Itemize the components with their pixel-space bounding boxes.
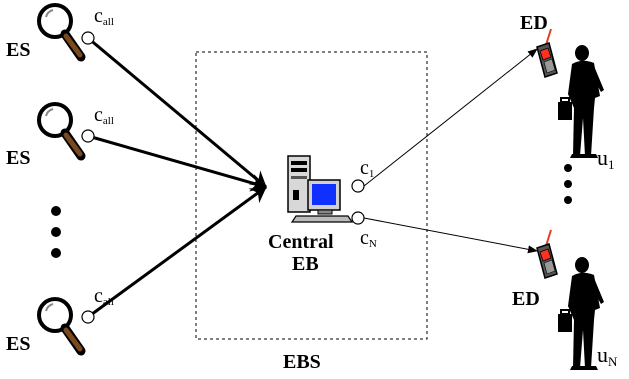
central-label-line1: Central xyxy=(268,231,334,253)
magnifier-icon xyxy=(39,104,81,156)
u1-label: u1 xyxy=(597,145,615,172)
central-eb-node: Central EB c1 cN xyxy=(268,155,377,275)
ellipsis-dots-left xyxy=(51,206,61,258)
ed-node-top: ED u1 xyxy=(520,12,615,172)
es-node-top: ES call xyxy=(6,5,114,61)
cN-port xyxy=(351,211,365,225)
ed-label: ED xyxy=(520,12,548,34)
ebs-label: EBS xyxy=(283,351,321,373)
c-all-port-top xyxy=(81,31,95,45)
es-top-to-central-arrow xyxy=(87,36,267,189)
es-bottom-to-central-arrow xyxy=(87,185,267,319)
es-label: ES xyxy=(6,39,30,61)
person-with-briefcase-icon xyxy=(557,44,605,159)
magnifier-icon xyxy=(39,5,81,57)
ed-node-bottom: ED uN xyxy=(512,229,618,371)
c1-port xyxy=(351,179,365,193)
c-all-port-bottom xyxy=(81,310,95,324)
es-node-middle: ES call xyxy=(6,104,114,169)
c1-label: c1 xyxy=(360,157,374,180)
ellipsis-dots-right xyxy=(564,164,572,204)
c-all-port-middle xyxy=(81,129,95,143)
uN-label: uN xyxy=(597,342,618,369)
cN-to-ed-bottom-arrow xyxy=(363,217,538,254)
ebs-boundary-box xyxy=(195,51,428,340)
c-all-label-bottom: call xyxy=(94,285,114,308)
central-label-line2: EB xyxy=(292,253,319,275)
c-all-label-middle: call xyxy=(94,104,114,127)
es-label: ES xyxy=(6,147,30,169)
mobile-phone-icon xyxy=(536,229,558,279)
cN-label: cN xyxy=(360,227,377,250)
es-node-bottom: ES call xyxy=(6,285,114,355)
magnifier-icon xyxy=(39,299,81,351)
es-label: ES xyxy=(6,333,30,355)
desktop-computer-icon xyxy=(287,155,354,223)
ed-label: ED xyxy=(512,288,540,310)
c1-to-ed-top-arrow xyxy=(363,48,538,187)
mobile-phone-icon xyxy=(536,28,558,78)
c-all-label-top: call xyxy=(94,5,114,28)
es-middle-to-central-arrow xyxy=(87,134,267,192)
